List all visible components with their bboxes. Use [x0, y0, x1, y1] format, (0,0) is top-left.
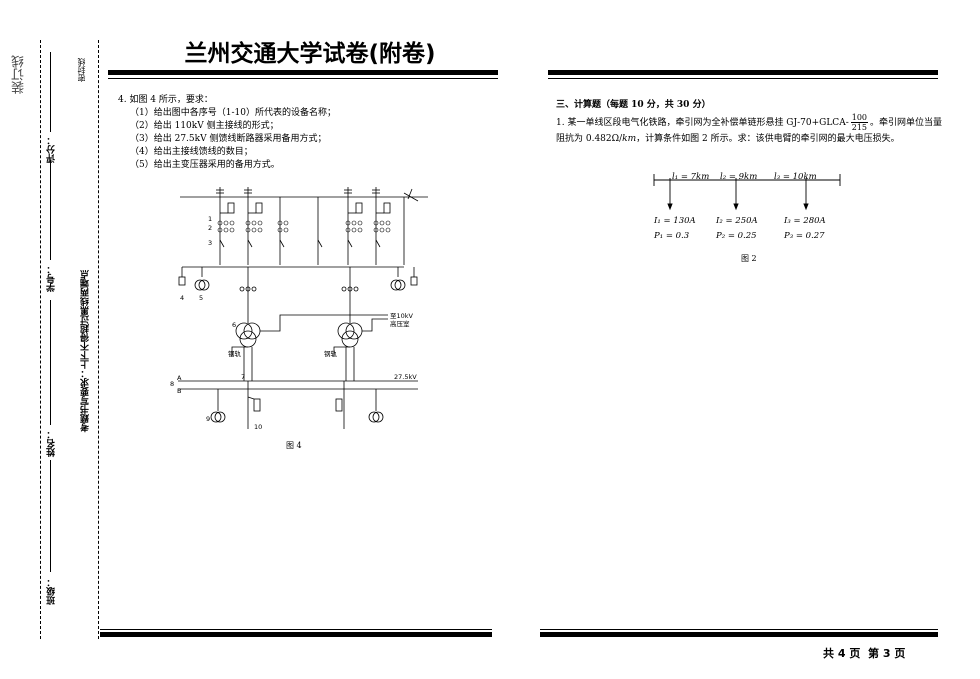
- notice-text: 考题书写要求：上下不得超过黑线两端点: [81, 270, 91, 432]
- page-title: 兰州交通大学试卷(附卷): [184, 41, 436, 67]
- transformer-bays: [239, 267, 359, 323]
- fig2-l2: l₂ = 9km: [720, 172, 758, 182]
- diagram-label-3: 3: [208, 239, 212, 247]
- calc-question-1: 1. 某一单线区段电气化铁路，牵引网为全补偿单链形悬挂 GJ-70+GLCA-1…: [556, 113, 946, 146]
- diagram-label-rail-right: 钢轨: [324, 349, 338, 358]
- current-transformer-rows: [217, 220, 391, 233]
- seal-line-label: 密封线: [77, 58, 86, 82]
- transformer-outputs: [231, 346, 355, 381]
- name-blank: [50, 300, 51, 425]
- right-top-thin-rule: [548, 78, 938, 79]
- fig2-i2: I₂ = 250A: [716, 216, 758, 226]
- hv-bays: [219, 197, 405, 265]
- disconnect-switches: [219, 239, 381, 248]
- binding-line-label: 装订线: [12, 55, 27, 94]
- fig2-p2: P₂ = 0.25: [716, 231, 757, 241]
- left-bottom-thin-rule: [100, 629, 492, 630]
- diagram-label-7: 7: [241, 373, 245, 381]
- fraction-numerator: 100: [850, 113, 869, 123]
- question-4-item: （4）给出主接线馈线的数目；: [130, 147, 253, 157]
- diagram-label-rail-left: 钢轨: [228, 349, 242, 358]
- section-3-heading: 三、计算题（每题 10 分，共 30 分）: [556, 100, 711, 110]
- to-10kv-line: [260, 314, 388, 332]
- fig2-p1: P₁ = 0.3: [654, 231, 690, 241]
- score-blank: [50, 52, 51, 132]
- diagram-label-2: 2: [208, 224, 212, 232]
- diagram-label-4: 4: [180, 294, 184, 302]
- question-4-item: （5）给出主变压器采用的备用方式。: [130, 160, 280, 170]
- calc-question-1-text: ，计算条件如图 2 所示。求：该供电臂的牵引网的最大电压损失。: [636, 134, 900, 144]
- left-bottom-thick-rule: [100, 632, 492, 637]
- fig2-l1: l₁ = 7km: [672, 172, 710, 182]
- score-field-label: 评分：: [47, 136, 57, 163]
- name-field-label: 姓名：: [47, 430, 57, 457]
- student-id-field-label: 学号：: [47, 265, 57, 292]
- right-bottom-thick-rule: [540, 632, 938, 637]
- total-pages: 共 4 页: [823, 647, 861, 660]
- figure-2: l₁ = 7km l₂ = 9km l₃ = 10km I₁ = 130A I₂…: [650, 172, 850, 272]
- fraction-denominator: 215: [851, 123, 868, 132]
- fig2-l3: l₃ = 10km: [774, 172, 817, 182]
- feeder-bays: [210, 381, 384, 429]
- student-id-blank: [50, 160, 51, 260]
- class-field-label: 班级：: [47, 578, 57, 605]
- right-bottom-thin-rule: [540, 629, 938, 630]
- incoming-feeder-right: [344, 187, 419, 202]
- right-top-thick-rule: [548, 70, 938, 75]
- unit-km: km: [622, 134, 637, 144]
- diagram-label-9: 9: [206, 415, 210, 423]
- seal-dashed-line: [98, 40, 99, 639]
- class-blank: [50, 460, 51, 572]
- question-4-item: （2）给出 110kV 侧主接线的形式；: [130, 121, 279, 131]
- figure-2-lines: [653, 174, 841, 211]
- left-top-thin-rule: [108, 78, 498, 79]
- fig2-i1: I₁ = 130A: [654, 216, 696, 226]
- page-footer: 共 4 页 第 3 页: [823, 645, 905, 661]
- incoming-feeder-left: [216, 187, 252, 197]
- diagram-label-6: 6: [232, 321, 236, 329]
- calc-question-1-text: 1. 某一单线区段电气化铁路，牵引网为全补偿单链形悬挂 GJ-70+GLCA-: [556, 118, 849, 128]
- arrester-and-pt: [178, 267, 418, 291]
- diagram-label-5: 5: [199, 294, 203, 302]
- question-4-item: （3）给出 27.5kV 侧馈线断路器采用备用方式；: [130, 134, 327, 144]
- question-4-stem: 4. 如图 4 所示，要求：: [118, 95, 213, 105]
- question-4-item: （1）给出图中各序号（1-10）所代表的设备名称；: [130, 108, 336, 118]
- diagram-label-1: 1: [208, 215, 212, 223]
- diagram-label-to-10kv: 至10kV: [390, 312, 414, 320]
- diagram-label-bus-b: B: [177, 387, 181, 395]
- diagram-label-hv-room: 高压室: [390, 319, 410, 328]
- figure-4-wiring-diagram: 1 2 3 4 5 6 7 8 A B 9 10 钢轨 钢轨 至10kV 高压室…: [170, 187, 428, 431]
- diagram-label-8: 8: [170, 380, 174, 388]
- diagram-label-bus-a: A: [177, 374, 182, 382]
- question-4: 4. 如图 4 所示，要求： （1）给出图中各序号（1-10）所代表的设备名称；…: [118, 94, 336, 172]
- figure-2-caption: 图 2: [741, 254, 757, 263]
- binding-dashed-line: [40, 40, 41, 639]
- diagram-label-27-5kv: 27.5kV: [394, 373, 417, 381]
- main-transformer-left: [235, 322, 261, 348]
- main-transformer-right: [337, 322, 363, 348]
- left-top-thick-rule: [108, 70, 498, 75]
- diagram-label-10: 10: [254, 423, 262, 431]
- fig2-p3: P₃ = 0.27: [784, 231, 825, 241]
- fig2-i3: I₃ = 280A: [784, 216, 826, 226]
- current-page: 第 3 页: [868, 647, 906, 660]
- figure-4-caption: 图 4: [286, 441, 302, 450]
- calc-question-1-text: 。牵引网单位当量阻抗为 0.482Ω/: [556, 118, 943, 144]
